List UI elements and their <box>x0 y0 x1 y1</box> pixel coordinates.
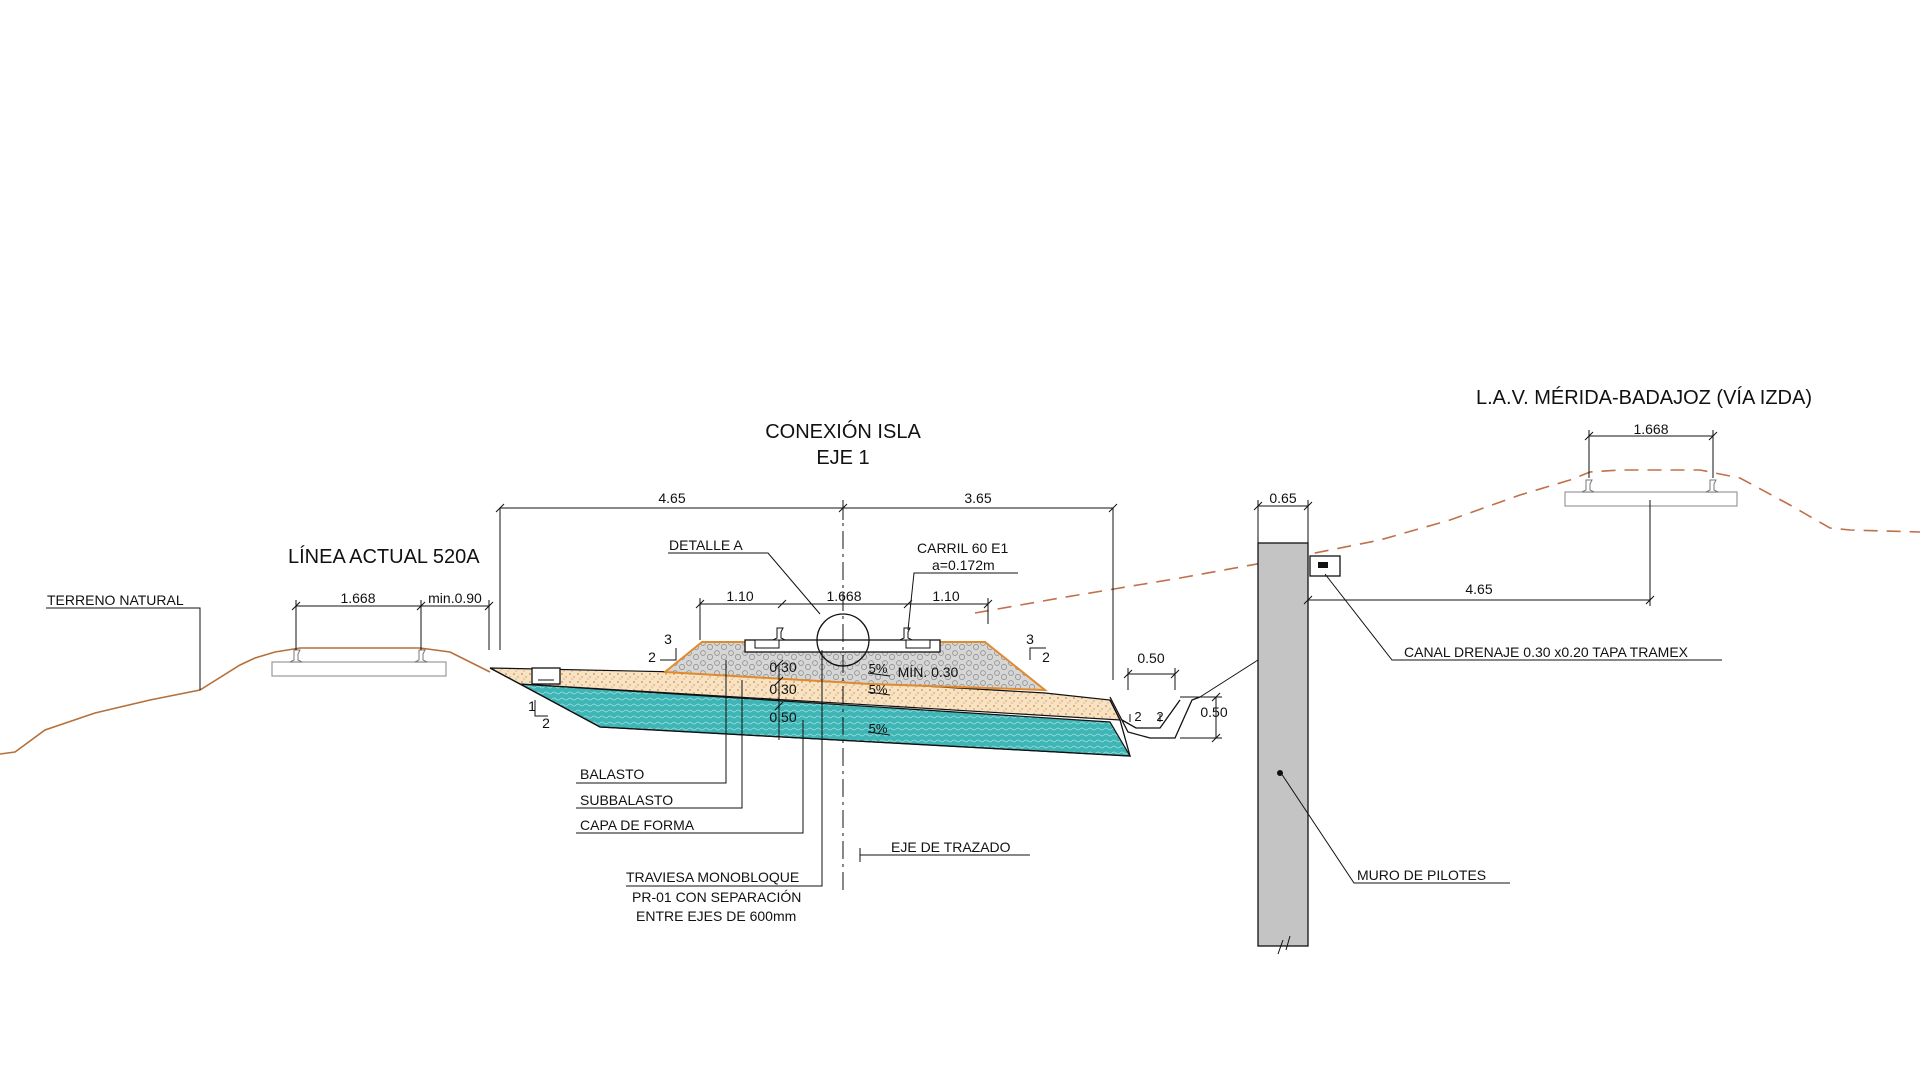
dim-half-left: 1.10 <box>726 588 753 604</box>
dim-gauge-main: 1.668 <box>826 588 861 604</box>
dim-ditch-depth: 0.50 <box>1200 704 1227 720</box>
slope-2-ditch-a: 2 <box>1134 709 1141 724</box>
dim-lav-offset: 4.65 <box>1465 581 1492 597</box>
dim-min-030: MÍN. 0.30 <box>898 664 959 680</box>
leader-lines <box>46 552 1722 887</box>
slope-5-b: 5% <box>869 682 888 697</box>
ballast-layer <box>662 641 1048 692</box>
dim-pile-width: 0.65 <box>1269 490 1296 506</box>
slope-2-right: 2 <box>1042 649 1050 665</box>
dim-gauge-existing: 1.668 <box>340 590 375 606</box>
dim-subballast-thk: 0.30 <box>769 681 796 697</box>
dim-ballast-thk: 0.30 <box>769 659 796 675</box>
label-balasto: BALASTO <box>580 766 644 782</box>
dim-right-width: 3.65 <box>964 490 991 506</box>
slope-3-right: 3 <box>1026 631 1034 647</box>
slope-5-a: 5% <box>869 661 888 676</box>
slope-3-left: 3 <box>664 631 672 647</box>
linea-actual-title: LÍNEA ACTUAL 520A <box>288 545 480 568</box>
natural-terrain-line <box>0 647 491 755</box>
slope-2-ditch-b: 2 <box>1156 709 1163 724</box>
dim-left-width: 4.65 <box>658 490 685 506</box>
right-ditch <box>1109 696 1201 739</box>
label-subbalasto: SUBBALASTO <box>580 792 673 808</box>
slope-1-embankment: 1 <box>528 698 536 714</box>
label-traviesa-3: ENTRE EJES DE 600mm <box>636 908 796 924</box>
label-carril-2: a=0.172m <box>932 557 995 573</box>
slope-2-embankment: 2 <box>542 715 550 731</box>
existing-ground-dashed <box>974 469 1920 614</box>
dim-half-right: 1.10 <box>932 588 959 604</box>
slope-2-left: 2 <box>648 649 656 665</box>
lav-track <box>1564 479 1738 507</box>
label-traviesa-2: PR-01 CON SEPARACIÓN <box>632 889 801 905</box>
label-carril-1: CARRIL 60 E1 <box>917 540 1009 556</box>
conexion-title-line1: CONEXIÓN ISLA <box>765 420 921 443</box>
pile-wall <box>1257 542 1309 947</box>
lav-title: L.A.V. MÉRIDA-BADAJOZ (VÍA IZDA) <box>1476 386 1812 409</box>
dim-gauge-lav: 1.668 <box>1633 421 1668 437</box>
label-canal-drenaje: CANAL DRENAJE 0.30 x0.20 TAPA TRAMEX <box>1404 644 1689 660</box>
slope-5-c: 5% <box>869 721 888 736</box>
label-eje-trazado: EJE DE TRAZADO <box>891 839 1011 855</box>
dim-form-thk: 0.50 <box>769 709 796 725</box>
dim-min-clearance: min.0.90 <box>428 590 482 606</box>
existing-track-520a <box>271 649 447 677</box>
dim-ditch-width: 0.50 <box>1137 650 1164 666</box>
conexion-title-line2: EJE 1 <box>816 447 869 469</box>
left-drain-box <box>531 667 561 685</box>
label-traviesa-1: TRAVIESA MONOBLOQUE <box>626 869 799 885</box>
label-detalle-a: DETALLE A <box>669 537 743 553</box>
label-capa-forma: CAPA DE FORMA <box>580 817 695 833</box>
label-muro-pilotes: MURO DE PILOTES <box>1357 867 1486 883</box>
dimension-lines <box>291 430 1718 743</box>
label-terreno-natural: TERRENO NATURAL <box>47 592 184 608</box>
